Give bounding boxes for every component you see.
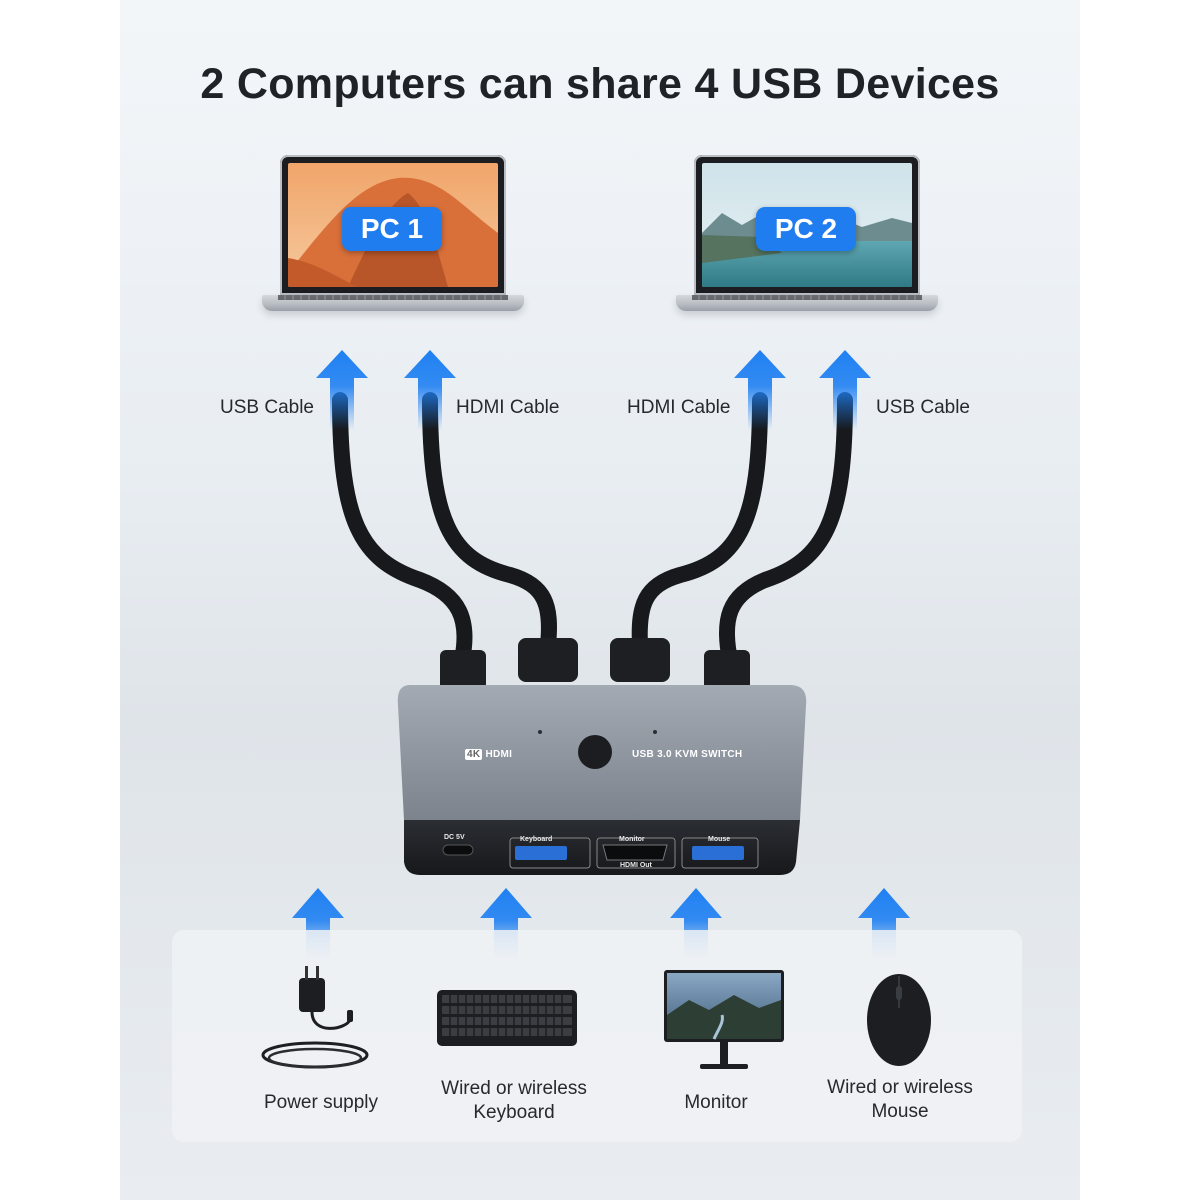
arrows-up-devices [292,888,910,960]
usb-cable-right [718,392,853,668]
device-caption-power: Power supply [241,1091,401,1115]
mouse-icon [867,974,931,1066]
hdmi-out-label: HDMI Out [620,862,652,869]
caption-line: Keyboard [473,1102,555,1123]
cables [332,392,853,668]
dc-port-label: DC 5V [444,834,465,841]
cable-label-hdmi-right: HDMI Cable [627,397,731,418]
caption-line: Wired or wireless [441,1078,587,1099]
hdmi-cable-right [631,392,768,653]
arrows-up-laptops [316,350,871,430]
kvm-switch [397,685,807,875]
kvm-title: USB 3.0 KVM SWITCH [632,749,743,760]
device-caption-monitor: Monitor [646,1091,786,1115]
hdmi-text: HDMI [485,749,513,760]
pc2-label: PC 2 [756,207,856,251]
monitor-icon [664,970,784,1069]
monitor-port-label: Monitor [619,836,645,843]
device-caption-keyboard: Wired or wireless Keyboard [424,1077,604,1125]
caption-line: Monitor [684,1092,748,1113]
4k-badge: 4K [465,749,483,760]
cable-label-usb-right: USB Cable [876,397,970,418]
power-supply-icon [261,966,369,1069]
caption-line: Power supply [263,1092,379,1113]
cable-label-hdmi-left: HDMI Cable [456,397,560,418]
mouse-port-label: Mouse [708,836,731,843]
caption-line: Mouse [871,1101,929,1122]
page-title: 2 Computers can share 4 USB Devices [200,60,1000,108]
pc1-label: PC 1 [342,207,442,251]
usb-cable-left [332,392,473,668]
kvm-4k-badge: 4K HDMI [465,749,512,760]
keyboard-port-label: Keyboard [520,836,553,843]
caption-line: Wired or wireless [827,1077,973,1098]
device-caption-mouse: Wired or wireless Mouse [810,1076,990,1124]
cable-label-usb-left: USB Cable [220,397,314,418]
hdmi-cable-left [422,392,557,653]
laptop-keyboard [692,295,922,300]
keyboard-icon [437,990,577,1046]
laptop-keyboard [278,295,508,300]
cable-plugs [440,638,750,690]
